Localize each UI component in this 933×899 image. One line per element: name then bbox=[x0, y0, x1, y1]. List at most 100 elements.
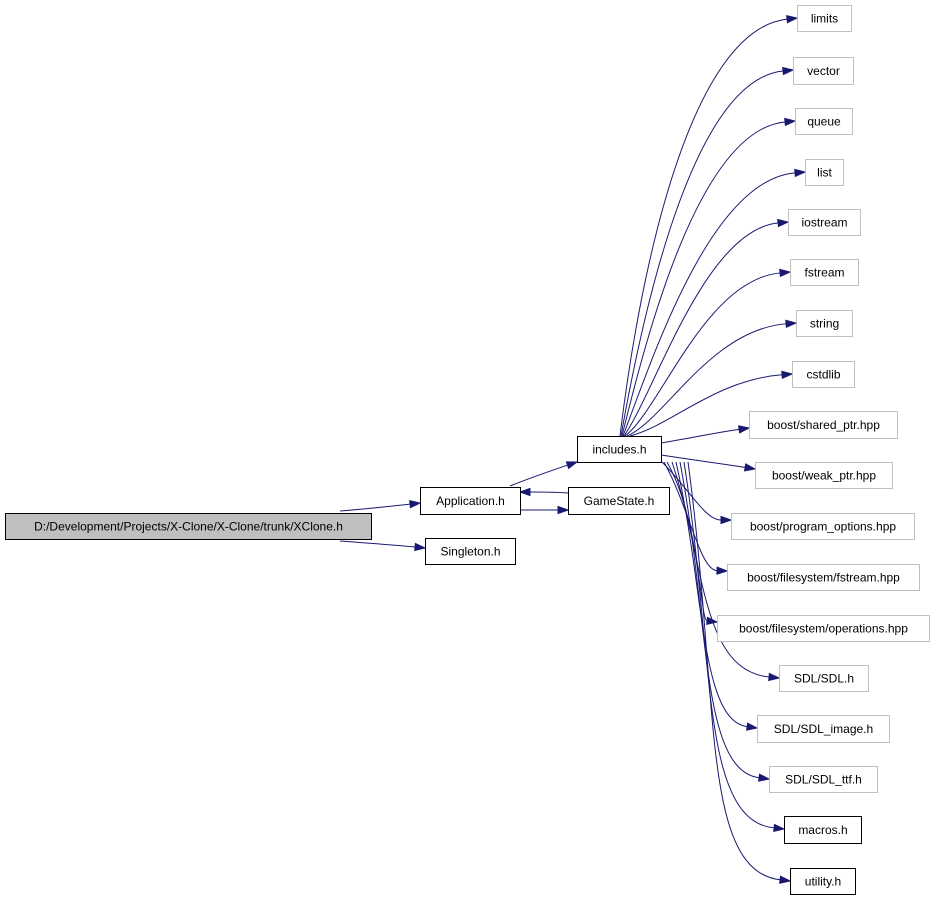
node-box bbox=[788, 209, 861, 236]
node-box bbox=[793, 57, 854, 85]
node-box bbox=[727, 564, 920, 591]
edge-includes-to-iostream bbox=[623, 218, 790, 437]
node-label: GameState.h bbox=[584, 494, 655, 508]
node-fs_operations: boost/filesystem/operations.hpp bbox=[717, 615, 930, 642]
arrowhead-icon bbox=[781, 370, 794, 380]
node-sdl_image: SDL/SDL_image.h bbox=[757, 715, 890, 743]
edge-includes-to-queue bbox=[621, 117, 797, 437]
node-includes[interactable]: includes.h bbox=[577, 436, 662, 463]
node-macros[interactable]: macros.h bbox=[784, 816, 862, 844]
node-list: list bbox=[805, 159, 844, 186]
edge-line bbox=[629, 374, 783, 437]
node-label: macros.h bbox=[798, 823, 847, 837]
edge-line bbox=[687, 461, 781, 881]
edge-includes-to-sdl bbox=[671, 461, 781, 682]
node-box bbox=[5, 513, 372, 540]
edge-line bbox=[339, 503, 411, 512]
node-box bbox=[797, 5, 852, 32]
edge-includes-to-weak_ptr bbox=[660, 454, 757, 472]
node-label: Singleton.h bbox=[440, 545, 500, 559]
node-box bbox=[425, 538, 516, 565]
edge-line bbox=[623, 222, 779, 437]
node-label: boost/filesystem/operations.hpp bbox=[739, 622, 908, 636]
edge-includes-to-cstdlib bbox=[629, 370, 794, 437]
arrowhead-icon bbox=[773, 823, 786, 833]
node-shared_ptr: boost/shared_ptr.hpp bbox=[749, 411, 898, 439]
node-box bbox=[577, 436, 662, 463]
arrowhead-icon bbox=[777, 218, 790, 228]
edge-includes-to-fstream bbox=[624, 268, 792, 437]
arrowhead-icon bbox=[409, 499, 422, 509]
edge-includes-to-list bbox=[622, 168, 807, 437]
edge-line bbox=[620, 70, 784, 437]
edge-includes-to-limits bbox=[619, 14, 799, 437]
node-label: D:/Development/Projects/X-Clone/X-Clone/… bbox=[34, 520, 343, 534]
node-label: boost/shared_ptr.hpp bbox=[767, 418, 880, 432]
edge-line bbox=[622, 172, 796, 437]
edge-gamestate-to-application bbox=[518, 487, 569, 497]
node-gamestate[interactable]: GameState.h bbox=[568, 487, 670, 515]
node-box bbox=[784, 816, 862, 844]
edge-includes-to-shared_ptr bbox=[660, 425, 751, 444]
arrowhead-icon bbox=[720, 515, 733, 525]
node-box bbox=[420, 487, 521, 515]
arrowhead-icon bbox=[557, 505, 570, 515]
node-box bbox=[790, 868, 856, 895]
edge-line bbox=[624, 272, 781, 437]
node-box bbox=[731, 513, 915, 540]
edge-includes-to-macros bbox=[683, 461, 786, 833]
arrowhead-icon bbox=[779, 875, 792, 884]
arrowhead-icon bbox=[794, 168, 807, 178]
edge-line bbox=[509, 464, 568, 487]
edge-application-to-gamestate bbox=[520, 505, 570, 515]
arrowhead-icon bbox=[768, 672, 781, 682]
node-box bbox=[805, 159, 844, 186]
node-application[interactable]: Application.h bbox=[420, 487, 521, 515]
edge-application-to-includes bbox=[509, 461, 579, 487]
node-string: string bbox=[796, 310, 853, 337]
arrowhead-icon bbox=[758, 773, 771, 782]
node-label: iostream bbox=[801, 216, 847, 230]
arrowhead-icon bbox=[565, 461, 579, 470]
node-xclone[interactable]: D:/Development/Projects/X-Clone/X-Clone/… bbox=[5, 513, 372, 540]
node-fstream: fstream bbox=[790, 259, 859, 286]
edge-includes-to-vector bbox=[620, 66, 795, 437]
arrowhead-icon bbox=[414, 542, 427, 552]
edge-includes-to-program_options bbox=[661, 461, 733, 525]
node-iostream: iostream bbox=[788, 209, 861, 236]
node-label: vector bbox=[807, 64, 840, 78]
edge-includes-to-utility bbox=[687, 461, 792, 884]
edge-line bbox=[529, 491, 569, 494]
node-label: limits bbox=[811, 12, 838, 26]
node-box bbox=[755, 462, 893, 489]
arrowhead-icon bbox=[738, 425, 751, 434]
node-box bbox=[779, 665, 869, 692]
node-utility[interactable]: utility.h bbox=[790, 868, 856, 895]
node-box bbox=[717, 615, 930, 642]
edge-xclone-to-application bbox=[339, 499, 422, 512]
node-label: Application.h bbox=[436, 494, 505, 508]
node-label: boost/program_options.hpp bbox=[750, 520, 896, 534]
node-label: list bbox=[817, 166, 832, 180]
node-label: queue bbox=[807, 115, 841, 129]
node-weak_ptr: boost/weak_ptr.hpp bbox=[755, 462, 893, 489]
edge-line bbox=[660, 428, 740, 444]
arrowhead-icon bbox=[786, 14, 799, 24]
edge-line bbox=[683, 461, 775, 829]
node-cstdlib: cstdlib bbox=[792, 361, 855, 388]
edges-layer bbox=[339, 14, 807, 884]
edge-includes-to-string bbox=[626, 319, 798, 437]
node-program_options: boost/program_options.hpp bbox=[731, 513, 915, 540]
arrowhead-icon bbox=[743, 463, 757, 472]
arrowhead-icon bbox=[779, 268, 792, 278]
arrowhead-icon bbox=[716, 566, 729, 575]
edge-line bbox=[621, 121, 786, 437]
node-singleton[interactable]: Singleton.h bbox=[425, 538, 516, 565]
arrowhead-icon bbox=[782, 66, 795, 76]
arrowhead-icon bbox=[746, 722, 759, 731]
edge-line bbox=[661, 461, 722, 521]
node-queue: queue bbox=[795, 108, 853, 135]
node-box bbox=[568, 487, 670, 515]
edge-includes-to-sdl_image bbox=[675, 461, 759, 731]
